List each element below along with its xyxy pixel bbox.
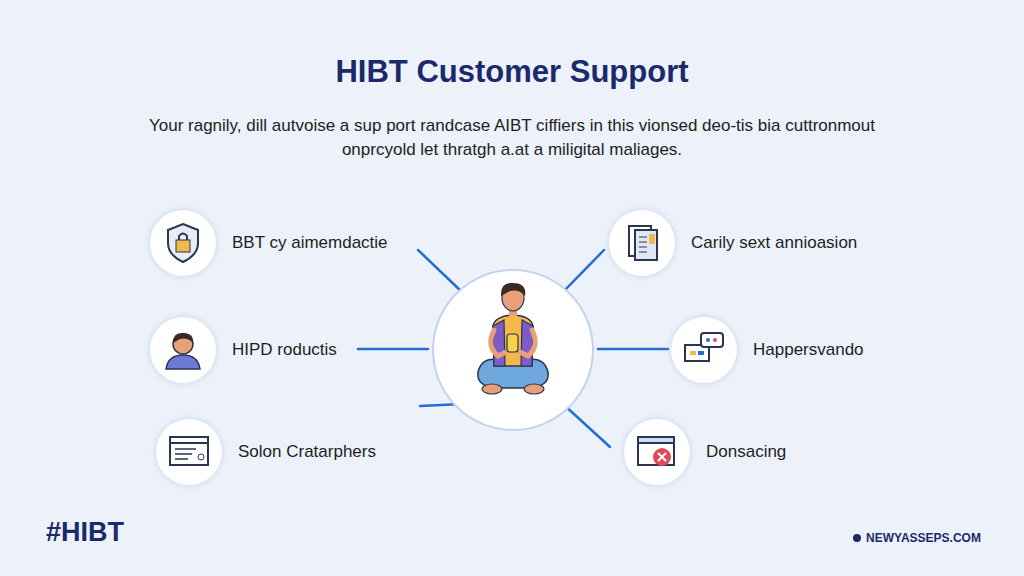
feature-item: Happersvando — [671, 317, 864, 383]
feature-label: Solon Cratarphers — [238, 442, 376, 462]
leader-line — [358, 348, 428, 351]
feature-item: Donsacing — [624, 419, 786, 485]
icon-symbol — [609, 210, 675, 276]
title: HIBT Customer Support — [0, 54, 1024, 90]
person-figure — [478, 283, 548, 394]
feature-label: Donsacing — [706, 442, 786, 462]
leader-line — [598, 348, 668, 351]
website: NEWYASSEPS.COM — [866, 531, 1016, 546]
brand-tag: #HIBT — [46, 516, 246, 548]
feature-item: BBT cy aimemdactie — [150, 210, 388, 276]
feature-item: Carily sext annioasion — [609, 210, 857, 276]
feature-item: Solon Cratarphers — [156, 419, 376, 485]
leader-line — [418, 250, 462, 292]
leader-line — [563, 404, 610, 447]
center-circle — [433, 270, 593, 430]
feature-label: Carily sext annioasion — [691, 233, 857, 253]
icon-circle — [671, 317, 737, 383]
subtitle: Your ragnily, dill autvoise a sup port r… — [147, 114, 877, 162]
leader-lines — [358, 250, 668, 447]
icon-symbol — [156, 419, 222, 485]
leader-line — [563, 250, 604, 292]
icon-symbol — [150, 317, 216, 383]
icon-circle — [624, 419, 690, 485]
icon-symbol — [624, 419, 690, 485]
icon-symbol — [150, 210, 216, 276]
icon-circle — [150, 210, 216, 276]
icon-circle — [609, 210, 675, 276]
feature-label: BBT cy aimemdactie — [232, 233, 388, 253]
icon-circle — [156, 419, 222, 485]
icon-symbol — [671, 317, 737, 383]
feature-item: HIPD roductis — [150, 317, 337, 383]
feature-label: Happersvando — [753, 340, 864, 360]
site-icon — [853, 534, 861, 542]
feature-label: HIPD roductis — [232, 340, 337, 360]
icon-circle — [150, 317, 216, 383]
